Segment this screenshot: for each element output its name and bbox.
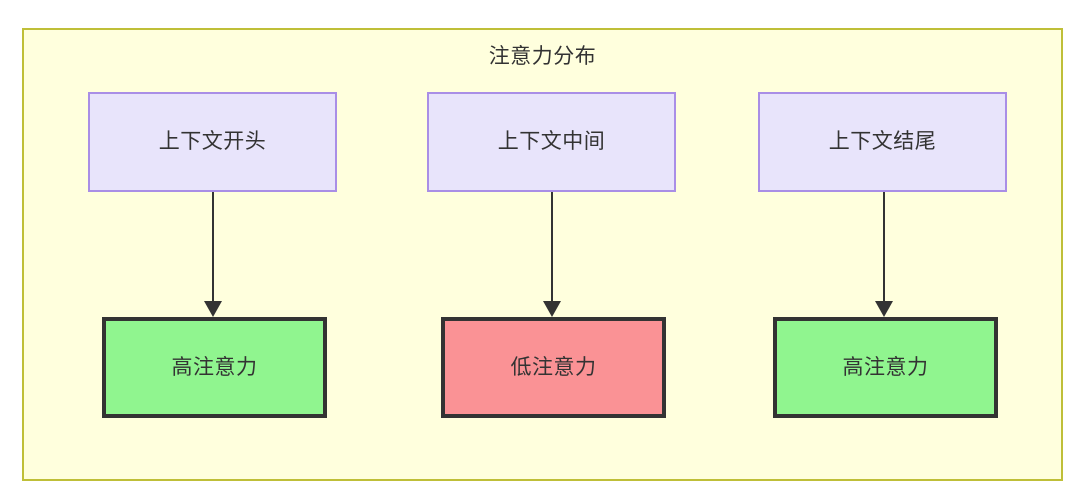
node-context-start[interactable]: 上下文开头 bbox=[88, 92, 337, 192]
node-attention-start-label: 高注意力 bbox=[171, 355, 258, 379]
node-context-end[interactable]: 上下文结尾 bbox=[758, 92, 1007, 192]
page-title: 注意力分布 bbox=[488, 45, 597, 68]
node-attention-end[interactable]: 高注意力 bbox=[773, 317, 998, 418]
node-attention-middle[interactable]: 低注意力 bbox=[441, 317, 666, 418]
node-context-end-label: 上下文结尾 bbox=[828, 130, 937, 154]
node-context-middle[interactable]: 上下文中间 bbox=[427, 92, 676, 192]
node-context-start-label: 上下文开头 bbox=[158, 130, 267, 154]
node-attention-middle-label: 低注意力 bbox=[510, 355, 597, 379]
node-attention-end-label: 高注意力 bbox=[842, 355, 929, 379]
node-attention-start[interactable]: 高注意力 bbox=[102, 317, 327, 418]
node-context-middle-label: 上下文中间 bbox=[497, 130, 606, 154]
